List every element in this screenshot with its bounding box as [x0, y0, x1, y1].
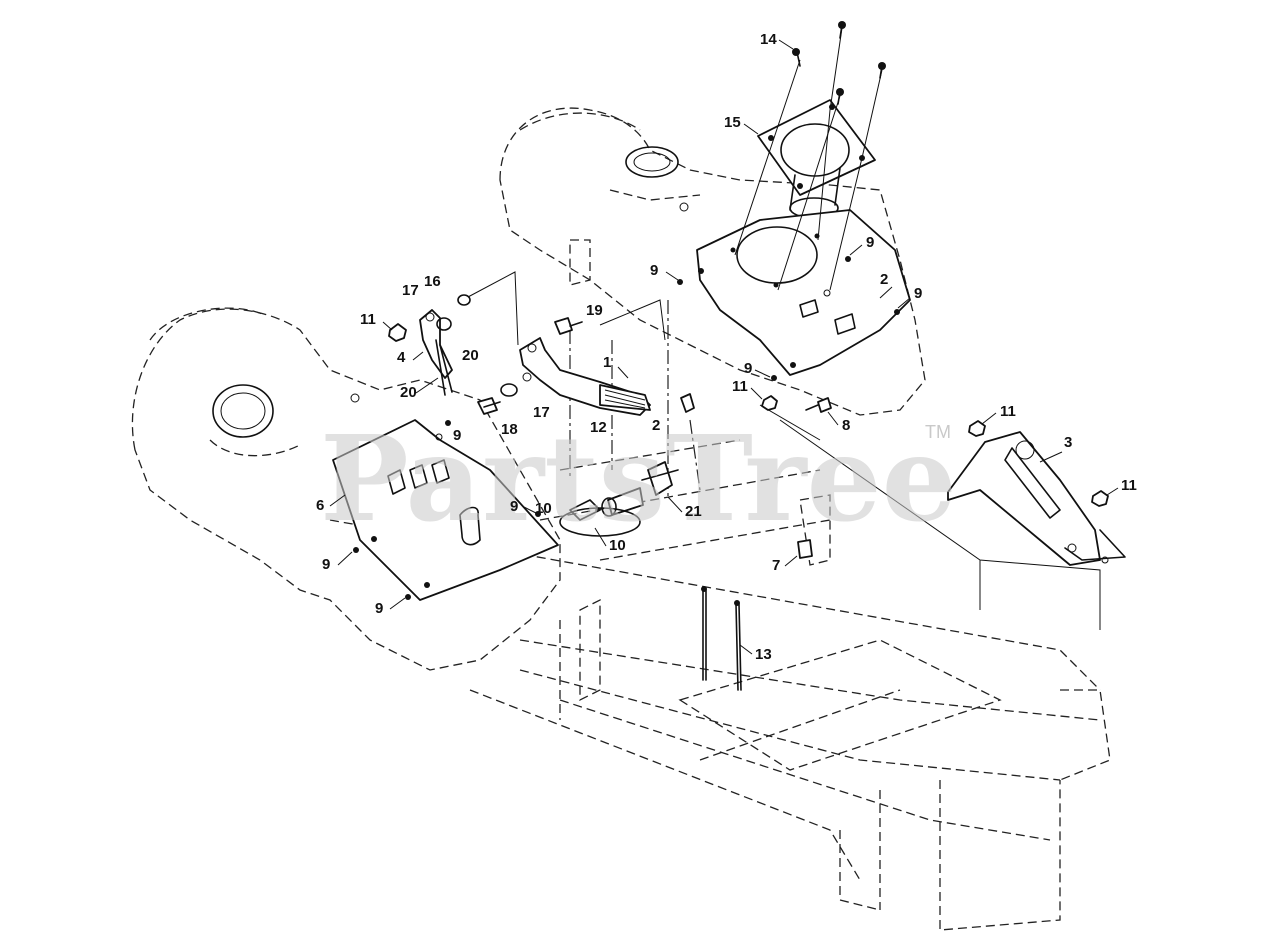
- callout-20: 20: [462, 347, 479, 364]
- callout-1: 1: [603, 354, 611, 371]
- callout-9: 9: [322, 556, 330, 573]
- part-15-flange: [757, 99, 876, 219]
- misc-hardware: [680, 393, 1109, 559]
- callout-9: 9: [866, 234, 874, 251]
- callout-6: 6: [316, 497, 324, 514]
- callout-21: 21: [685, 503, 702, 520]
- callout-14: 14: [760, 31, 777, 48]
- callout-16: 16: [424, 273, 441, 290]
- part-3-bracket: [947, 431, 1126, 566]
- callout-leaders: [329, 39, 1119, 655]
- callout-17: 17: [533, 404, 550, 421]
- callout-2: 2: [880, 271, 888, 288]
- callout-9: 9: [453, 427, 461, 444]
- callout-11: 11: [360, 311, 376, 328]
- callout-11: 11: [732, 378, 748, 395]
- right-fender: [499, 107, 926, 416]
- callout-9: 9: [375, 600, 383, 617]
- callout-8: 8: [842, 417, 850, 434]
- watermark: PartsTree TM: [320, 409, 957, 548]
- part-18-pin: [477, 383, 518, 415]
- watermark-text: PartsTree: [320, 409, 957, 548]
- callout-10: 10: [609, 537, 626, 554]
- callout-7: 7: [772, 557, 780, 574]
- part-1-lever: [519, 317, 651, 416]
- watermark-trademark: TM: [925, 422, 951, 442]
- callout-11: 11: [1121, 477, 1137, 494]
- callout-18: 18: [501, 421, 518, 438]
- callout-12: 12: [590, 419, 607, 436]
- part-13-rods: [701, 586, 742, 691]
- callout-11: 11: [1000, 403, 1016, 420]
- callout-9: 9: [510, 498, 518, 515]
- assembly-leader-lines: [467, 27, 1101, 630]
- callout-17: 17: [402, 282, 419, 299]
- screws: [353, 21, 900, 600]
- part-21-pivot: [559, 461, 679, 537]
- callout-10: 10: [535, 500, 552, 517]
- callout-19: 19: [586, 302, 603, 319]
- callout-9: 9: [914, 285, 922, 302]
- callout-15: 15: [724, 114, 741, 131]
- callout-20: 20: [400, 384, 417, 401]
- callouts: 14 15 9 9 2 9 16 17 19 11 1 4 20 20 9 11…: [316, 31, 1137, 663]
- part-6-left-panel: [332, 419, 559, 601]
- mower-frame: [329, 239, 1111, 931]
- callout-9: 9: [650, 262, 658, 279]
- part-2-right-panel: [696, 209, 911, 376]
- part-4-link: [388, 294, 471, 396]
- left-fender: [131, 307, 561, 671]
- callout-3: 3: [1064, 434, 1072, 451]
- callout-2: 2: [652, 417, 660, 434]
- callout-13: 13: [755, 646, 772, 663]
- callout-9: 9: [744, 360, 752, 377]
- callout-4: 4: [397, 349, 406, 366]
